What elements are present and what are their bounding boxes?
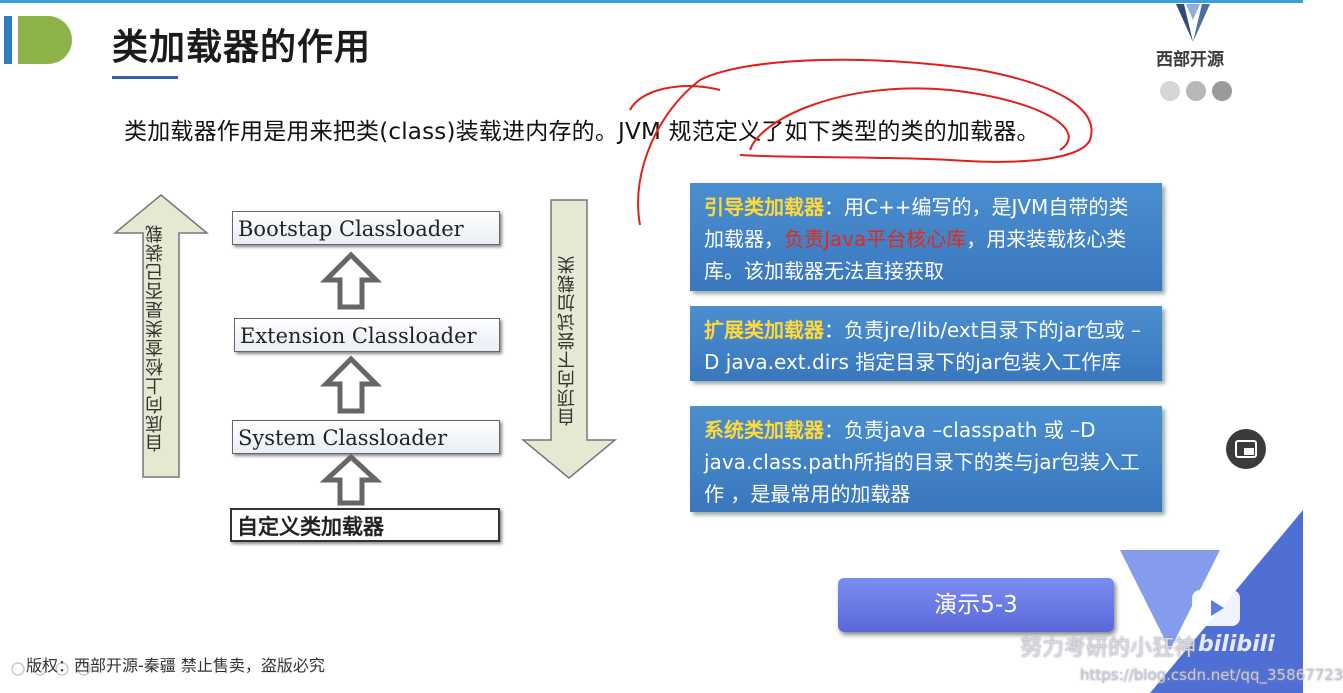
system-classloader-box: System Classloader	[232, 420, 500, 454]
up-arrow-2	[319, 355, 383, 414]
brand-v-icon	[1176, 4, 1210, 42]
bilibili-tv-icon	[1192, 581, 1240, 626]
extension-text: ：负责jre/lib/ext目录下的jar包或 –D java.ext.dirs…	[704, 318, 1141, 374]
demo-button[interactable]: 演示5-3	[838, 578, 1114, 632]
brand-name: 西部开源	[1156, 50, 1224, 70]
page-title: 类加载器的作用	[112, 27, 372, 68]
bootstrap-text-b: ，用来装载核心类库。该加载器无法直接获取	[704, 227, 1127, 283]
bootstrap-text-a: ：用C++编写的，是JVM自带的类加载器，	[704, 195, 1129, 251]
system-text: ：负责java –classpath 或 –D java.class.path所…	[704, 418, 1140, 506]
watermark-bilibili: bilibili	[1198, 632, 1275, 657]
slide-dot-2[interactable]	[1186, 81, 1206, 101]
slide-dot-1[interactable]	[1160, 81, 1180, 101]
bootstrap-loader-panel: 引导类加载器：用C++编写的，是JVM自带的类加载器，负责Java平台核心库，用…	[690, 183, 1162, 291]
up-arrow-3	[319, 453, 383, 506]
top-accent-line	[0, 0, 1303, 3]
system-loader-panel: 系统类加载器：负责java –classpath 或 –D java.class…	[690, 406, 1162, 512]
logo-icon	[18, 16, 72, 64]
copyright-footer: 版权：西部开源-秦疆 禁止售卖，盗版必究	[26, 656, 325, 675]
bootstrap-heading: 引导类加载器	[704, 195, 824, 219]
right-arrow-label: 自顶向下尝试加载类	[557, 255, 578, 426]
left-arrow-label: 自底向上检查类是否已装载	[145, 224, 166, 452]
intro-text: 类加载器作用是用来把类(class)装载进内存的。JVM 规范定义了如下类型的类…	[124, 119, 1040, 145]
watermark-name: 努力考研的小狂神	[1020, 636, 1197, 661]
extension-heading: 扩展类加载器	[704, 318, 824, 342]
bootstrap-text-red: 负责Java平台核心库	[784, 227, 967, 251]
title-underline	[112, 76, 178, 79]
watermark-url: https://blog.csdn.net/qq_35867723	[1080, 666, 1343, 684]
slide-dot-3[interactable]	[1212, 81, 1232, 101]
up-arrow-1	[319, 251, 383, 310]
red-annotation-scribble	[629, 58, 1093, 226]
system-heading: 系统类加载器	[704, 418, 824, 442]
picture-in-picture-button[interactable]	[1226, 429, 1266, 469]
pen-tools-icon	[11, 662, 91, 676]
bootstrap-classloader-box: Bootstap Classloader	[232, 211, 500, 245]
extension-classloader-box: Extension Classloader	[234, 318, 500, 352]
picture-in-picture-icon	[1235, 440, 1257, 458]
right-down-arrow	[520, 199, 618, 479]
left-up-arrow	[112, 194, 210, 478]
logo-bar-blue	[4, 16, 12, 64]
extension-loader-panel: 扩展类加载器：负责jre/lib/ext目录下的jar包或 –D java.ex…	[690, 306, 1162, 381]
custom-classloader-box: 自定义类加载器	[230, 508, 500, 542]
